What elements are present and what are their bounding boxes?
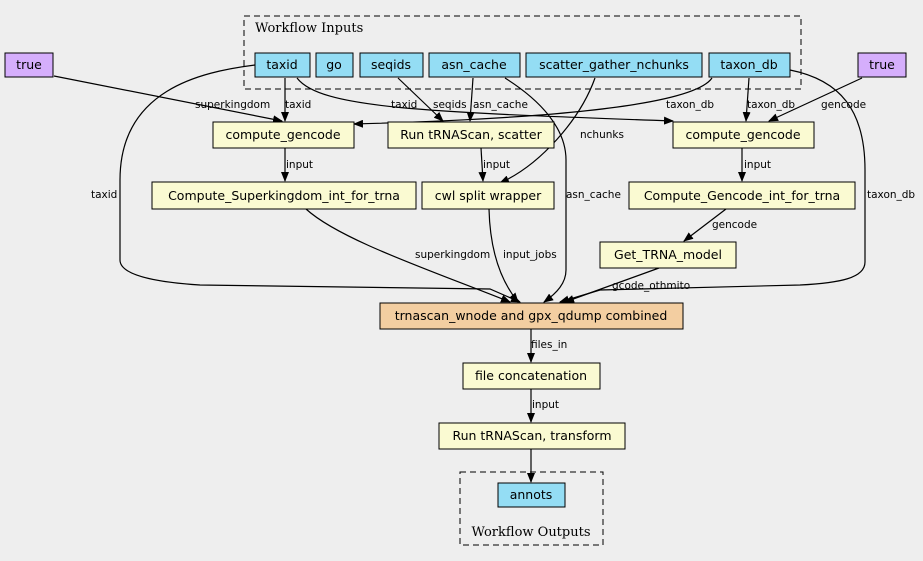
edge-true-to-compute-gencode	[53, 75, 283, 124]
node-run-trnascan-scatter[interactable]: Run tRNAScan, scatter	[387, 121, 555, 149]
node-cwl-split-wrapper[interactable]: cwl split wrapper	[421, 181, 555, 210]
edge-label-taxon-db-right: taxon_db	[747, 99, 795, 111]
edge-label-taxid-long: taxid	[91, 189, 117, 201]
edge-taxid-to-compute-gencode-right	[296, 77, 674, 125]
node-scatter-gather-nchunks-label: scatter_gather_nchunks	[539, 57, 689, 72]
edge-label-superkingdom-top: superkingdom	[195, 99, 270, 111]
node-go-label: go	[326, 57, 342, 72]
node-compute-superkingdom[interactable]: Compute_Superkingdom_int_for_trna	[151, 181, 417, 210]
node-run-trnascan-transform-label: Run tRNAScan, transform	[452, 428, 611, 443]
edge-label-asn-cache-long: asn_cache	[566, 189, 621, 201]
edge-gcode-othmito	[564, 267, 660, 303]
node-run-trnascan-scatter-label: Run tRNAScan, scatter	[400, 127, 542, 142]
edge-labels: superkingdom taxid taxid seqids asn_cach…	[91, 99, 915, 411]
node-compute-gencode-right-label: compute_gencode	[685, 127, 800, 142]
edge-label-files-in: files_in	[531, 339, 567, 351]
node-cwl-split-wrapper-label: cwl split wrapper	[435, 188, 542, 203]
edge-label-taxid-left: taxid	[285, 99, 311, 111]
node-asn-cache-label: asn_cache	[441, 57, 507, 72]
edge-seqids-to-scatter	[397, 77, 444, 122]
node-scatter-gather-nchunks[interactable]: scatter_gather_nchunks	[525, 52, 703, 78]
node-seqids-label: seqids	[371, 57, 411, 72]
edge-label-input-left: input	[286, 159, 313, 171]
node-true-right[interactable]: true	[857, 52, 907, 78]
edge-taxon-db-to-combined	[559, 69, 866, 304]
edges	[53, 64, 866, 483]
node-compute-gencode-left-label: compute_gencode	[225, 127, 340, 142]
node-get-trna-model-label: Get_TRNA_model	[614, 247, 722, 262]
edge-scatter-to-split	[478, 147, 487, 182]
node-true-left-label: true	[16, 57, 42, 72]
edge-label-superkingdom: superkingdom	[415, 249, 490, 261]
node-file-concatenation-label: file concatenation	[475, 368, 587, 383]
edge-label-taxid-right: taxid	[391, 99, 417, 111]
node-asn-cache[interactable]: asn_cache	[428, 52, 521, 78]
workflow-outputs-label: Workflow Outputs	[472, 525, 591, 540]
edge-taxon-db-to-compute-gencode-right	[742, 77, 751, 122]
node-compute-gencode-right[interactable]: compute_gencode	[672, 121, 815, 149]
edge-label-gencode-top: gencode	[821, 99, 866, 111]
node-file-concatenation[interactable]: file concatenation	[462, 362, 601, 390]
edge-label-gencode: gencode	[712, 219, 757, 231]
edge-nchunks	[499, 77, 596, 184]
node-taxid[interactable]: taxid	[254, 52, 311, 78]
edge-asn-cache-to-combined	[504, 77, 567, 303]
node-annots-label: annots	[510, 487, 553, 502]
edge-true-right-to-compute-gencode	[768, 77, 863, 122]
node-compute-gencode-left[interactable]: compute_gencode	[212, 121, 355, 149]
edge-gencode-to-model	[683, 208, 727, 242]
edge-input-jobs	[488, 208, 519, 303]
edge-label-nchunks: nchunks	[580, 129, 624, 141]
node-compute-gencode-int-label: Compute_Gencode_int_for_trna	[644, 188, 840, 203]
workflow-inputs-label: Workflow Inputs	[255, 21, 363, 36]
node-combined[interactable]: trnascan_wnode and gpx_qdump combined	[379, 302, 684, 330]
node-true-right-label: true	[869, 57, 895, 72]
edge-label-taxon-db-long: taxon_db	[867, 189, 915, 201]
node-taxon-db-label: taxon_db	[720, 57, 777, 72]
node-taxon-db[interactable]: taxon_db	[708, 52, 791, 78]
edge-label-input-jobs: input_jobs	[503, 249, 557, 261]
edge-label-input-bottom: input	[532, 399, 559, 411]
node-annots[interactable]: annots	[497, 482, 566, 508]
edge-label-taxon-db-left: taxon_db	[666, 99, 714, 111]
edge-asn-cache-to-scatter	[466, 77, 475, 122]
edge-label-input-right: input	[744, 159, 771, 171]
node-taxid-label: taxid	[266, 57, 297, 72]
edge-superkingdom-to-combined	[305, 208, 511, 303]
edge-label-asn-cache-top: asn_cache	[473, 99, 528, 111]
workflow-inputs-cluster	[243, 15, 802, 90]
edge-label-input-middle: input	[483, 159, 510, 171]
node-run-trnascan-transform[interactable]: Run tRNAScan, transform	[438, 422, 626, 450]
nodes: true taxid go seqids asn_cache scatter_g…	[4, 52, 907, 508]
edge-label-gcode-othmito: gcode_othmito	[612, 280, 690, 292]
node-combined-label: trnascan_wnode and gpx_qdump combined	[395, 308, 668, 323]
node-compute-gencode-int[interactable]: Compute_Gencode_int_for_trna	[628, 181, 856, 210]
edge-label-seqids: seqids	[433, 99, 467, 111]
node-true-left[interactable]: true	[4, 52, 54, 78]
node-seqids[interactable]: seqids	[359, 52, 424, 78]
edge-taxid-to-combined	[119, 64, 521, 303]
node-get-trna-model[interactable]: Get_TRNA_model	[599, 241, 737, 269]
node-compute-superkingdom-label: Compute_Superkingdom_int_for_trna	[168, 188, 400, 203]
node-go[interactable]: go	[315, 52, 354, 78]
